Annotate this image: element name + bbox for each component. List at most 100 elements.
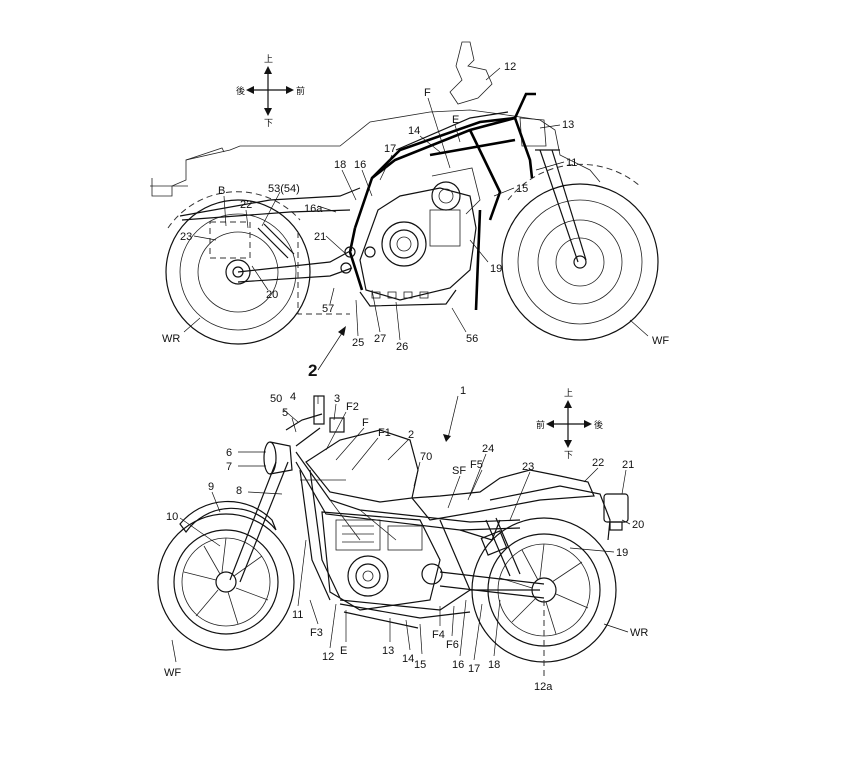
label-12a: 12a: [534, 681, 553, 693]
label-13: 13: [562, 119, 574, 131]
label-11: 11: [292, 609, 303, 621]
front-wheel-top: [501, 183, 659, 341]
label-5: 5: [282, 407, 288, 419]
label-4: 4: [290, 391, 296, 403]
label-6: 6: [226, 447, 232, 459]
label-F1: F1: [378, 427, 391, 439]
swingarm-bottom: [439, 571, 545, 599]
mirror-stem: [313, 395, 325, 425]
labels-top: 12 13 11 14 F E 17 16 18 15 53(54) B 22 …: [162, 61, 669, 380]
front-fender: [179, 500, 277, 534]
label-21: 21: [622, 459, 634, 471]
swingarm-top: [237, 249, 353, 283]
label-20: 20: [632, 519, 644, 531]
label-WR: WR: [162, 333, 180, 345]
label-8: 8: [236, 485, 242, 497]
label-27: 27: [374, 333, 386, 345]
label-9: 9: [208, 481, 214, 493]
label-11: 11: [566, 157, 577, 169]
label-F6: F6: [446, 639, 459, 651]
label-16a: 16a: [304, 203, 323, 215]
label-22: 22: [592, 457, 604, 469]
leaders-top: [183, 67, 649, 371]
label-19: 19: [490, 263, 502, 275]
label-16: 16: [452, 659, 464, 671]
label-19: 19: [616, 547, 628, 559]
label-F5: F5: [470, 459, 483, 471]
rear-wheel-top: [165, 199, 311, 345]
label-25: 25: [352, 337, 364, 349]
engine-top: [340, 167, 481, 307]
fuel-tank: [305, 429, 419, 503]
label-12: 12: [322, 651, 334, 663]
main-frame-heavy: [179, 92, 536, 311]
label-26: 26: [396, 341, 408, 353]
top-figure: 上 下 後 前: [150, 41, 669, 380]
leaders-bottom: [171, 396, 631, 663]
label-3: 3: [334, 393, 340, 405]
label-56: 56: [466, 333, 478, 345]
tail-light: [603, 493, 629, 523]
label-18: 18: [488, 659, 500, 671]
compass-down-label: 下: [264, 119, 273, 129]
label-12: 12: [504, 61, 516, 73]
label-15: 15: [414, 659, 426, 671]
label-7: 7: [226, 461, 232, 473]
rear-shock-top: [257, 223, 295, 259]
label-SF: SF: [452, 465, 466, 477]
compass-up-label-b: 上: [564, 388, 573, 399]
label-21: 21: [314, 231, 326, 243]
label-23: 23: [180, 231, 192, 243]
label-15: 15: [516, 183, 528, 195]
label-F: F: [424, 87, 431, 99]
label-14: 14: [402, 653, 414, 665]
detail-box-B: [209, 221, 251, 259]
exhaust: [339, 603, 471, 629]
label-B: B: [218, 185, 225, 197]
label-18: 18: [334, 159, 346, 171]
headlight: [263, 441, 293, 475]
compass-right-label: 前: [296, 85, 305, 97]
label-WF: WF: [164, 667, 181, 679]
seat: [410, 469, 595, 521]
label-F4: F4: [432, 629, 445, 641]
compass-left-label: 後: [236, 85, 245, 97]
label-F2: F2: [346, 401, 359, 413]
compass-right-label-b: 後: [594, 419, 603, 431]
label-WR: WR: [630, 627, 648, 639]
label-20: 20: [266, 289, 278, 301]
compass-left-label-b: 前: [536, 419, 545, 431]
label-16: 16: [354, 159, 366, 171]
label-14: 14: [408, 125, 420, 137]
label-F: F: [362, 417, 369, 429]
label-17: 17: [468, 663, 480, 675]
label-E: E: [340, 645, 347, 657]
mirror-silhouette: [449, 41, 493, 105]
label-17: 17: [384, 143, 396, 155]
label-24: 24: [482, 443, 494, 455]
label-2: 2: [408, 429, 414, 441]
compass-rose-top: 上 下 後 前: [236, 54, 305, 129]
label-70: 70: [420, 451, 432, 463]
front-wheel-bottom: [157, 513, 295, 651]
label-WF: WF: [652, 335, 669, 347]
compass-rose-bottom: 上 下 前 後: [536, 388, 603, 461]
background-bike-outline: [151, 109, 601, 197]
label-57: 57: [322, 303, 334, 315]
rear-shock-bottom: [485, 517, 521, 577]
compass-down-label-b: 下: [564, 451, 573, 461]
bottom-figure: 上 下 前 後: [157, 385, 648, 693]
handlebar: [285, 413, 323, 447]
label-22: 22: [240, 199, 252, 211]
label-13: 13: [382, 645, 394, 657]
labels-bottom: 50 4 3 5 F2 F F1 2 24 6 7 70 SF F5 23 22…: [164, 385, 648, 693]
compass-up-label: 上: [264, 54, 273, 65]
engine-bottom: [321, 511, 443, 611]
label-50: 50: [270, 393, 282, 405]
label-23: 23: [522, 461, 534, 473]
rear-fender: [489, 485, 611, 541]
label-10: 10: [166, 511, 178, 523]
label-53-54: 53(54): [268, 183, 300, 195]
